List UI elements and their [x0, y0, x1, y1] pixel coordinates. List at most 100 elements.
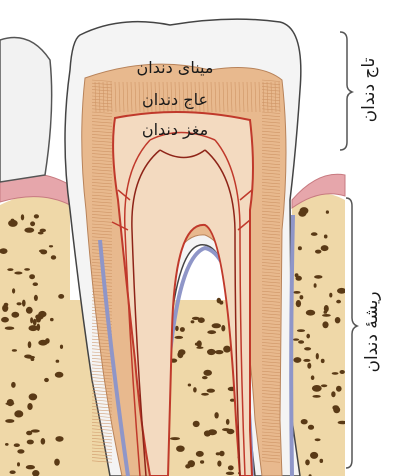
- bone-pore: [207, 389, 215, 393]
- bone-pore: [332, 372, 339, 375]
- bone-pore: [312, 395, 320, 398]
- bone-pore: [5, 327, 15, 330]
- enamel-label: مینای دندان: [110, 58, 240, 78]
- bone-pore: [2, 305, 8, 312]
- bone-pore: [11, 219, 15, 222]
- bone-pore: [312, 385, 322, 392]
- bone-pore: [322, 321, 328, 328]
- bone-pore: [203, 370, 212, 376]
- bone-pore: [311, 375, 315, 380]
- bone-pore: [337, 288, 346, 294]
- bone-pore: [296, 300, 301, 307]
- bone-pore: [314, 283, 317, 288]
- bone-pore: [38, 311, 46, 317]
- bone-pore: [198, 317, 205, 323]
- bone-pore: [33, 319, 37, 326]
- bone-pore: [38, 232, 44, 235]
- bone-pore: [26, 307, 33, 314]
- bone-pore: [315, 438, 321, 441]
- bone-pore: [324, 235, 328, 239]
- bone-pore: [24, 228, 34, 233]
- bone-pore: [12, 349, 17, 352]
- bone-pore: [307, 363, 311, 369]
- bone-pore: [56, 360, 60, 363]
- crown-bracket: [340, 32, 352, 150]
- bone-pore: [207, 349, 216, 355]
- bone-pore: [196, 451, 204, 457]
- bone-pore: [208, 429, 217, 435]
- bone-pore: [221, 325, 225, 331]
- bone-pore: [311, 232, 318, 236]
- root-bracket: [346, 198, 357, 468]
- bone-pore: [54, 459, 60, 466]
- bone-pore: [5, 419, 14, 423]
- bone-pore: [27, 440, 34, 445]
- bone-pore: [28, 341, 32, 348]
- bone-pore: [293, 357, 301, 363]
- bone-pore: [315, 250, 321, 254]
- bone-pore: [306, 310, 315, 316]
- crown-label: تاج دندان: [359, 45, 379, 135]
- bone-pore: [314, 275, 322, 279]
- bone-pore: [26, 465, 35, 469]
- pulp-label: مغز دندان: [110, 120, 240, 140]
- bone-pore: [44, 378, 49, 382]
- bone-pore: [303, 359, 310, 362]
- bone-pore: [200, 460, 204, 463]
- bone-pore: [196, 347, 203, 349]
- bone-pore: [340, 370, 345, 374]
- bone-pore: [333, 406, 340, 413]
- bone-pore: [29, 274, 35, 279]
- bone-pore: [214, 412, 218, 418]
- bone-pore: [51, 255, 56, 259]
- bone-pore: [21, 214, 24, 220]
- bone-pore: [10, 470, 16, 474]
- bone-pore: [293, 291, 300, 294]
- bone-pore: [202, 376, 208, 379]
- bone-pore: [321, 384, 327, 387]
- bone-pore: [226, 419, 230, 425]
- bone-pore: [188, 384, 191, 387]
- bone-pore: [321, 359, 325, 363]
- bone-pore: [207, 330, 216, 334]
- bone-pore: [326, 210, 329, 213]
- bone-pore: [297, 329, 305, 332]
- bone-pore: [24, 268, 30, 271]
- bone-pore: [28, 325, 37, 331]
- bone-pore: [223, 346, 231, 353]
- bone-pore: [226, 472, 234, 475]
- bone-pore: [298, 246, 302, 250]
- bone-pore: [322, 314, 331, 317]
- bone-pore: [228, 465, 234, 470]
- bone-pore: [178, 349, 185, 355]
- periodontal-membrane-right: [291, 215, 293, 476]
- bone-pore: [193, 387, 197, 392]
- bone-pore: [222, 428, 230, 431]
- bone-pore: [7, 399, 14, 406]
- bone-pore: [324, 305, 329, 312]
- dentin-label: عاج دندان: [110, 90, 240, 110]
- bone-pore: [335, 317, 341, 323]
- bone-pore: [17, 462, 20, 466]
- bone-pore: [306, 334, 310, 339]
- bone-pore: [191, 320, 195, 323]
- bone-pore: [34, 295, 38, 301]
- bone-pore: [45, 338, 50, 344]
- bone-pore: [217, 461, 221, 467]
- bone-pore: [175, 336, 184, 339]
- neighbor-tooth: [0, 38, 52, 183]
- bone-pore: [212, 323, 221, 328]
- bone-pore: [31, 429, 40, 432]
- bone-pore: [34, 214, 39, 218]
- bone-pore: [14, 410, 23, 417]
- bone-pore: [26, 356, 35, 359]
- bone-pore: [300, 295, 304, 299]
- bone-pore: [320, 459, 324, 463]
- bone-pore: [176, 446, 185, 452]
- bone-pore: [215, 350, 224, 354]
- bone-pore: [193, 421, 200, 427]
- bone-pore: [195, 343, 200, 346]
- bone-pore: [7, 268, 13, 271]
- bone-pore: [170, 437, 180, 440]
- bone-pore: [336, 300, 341, 304]
